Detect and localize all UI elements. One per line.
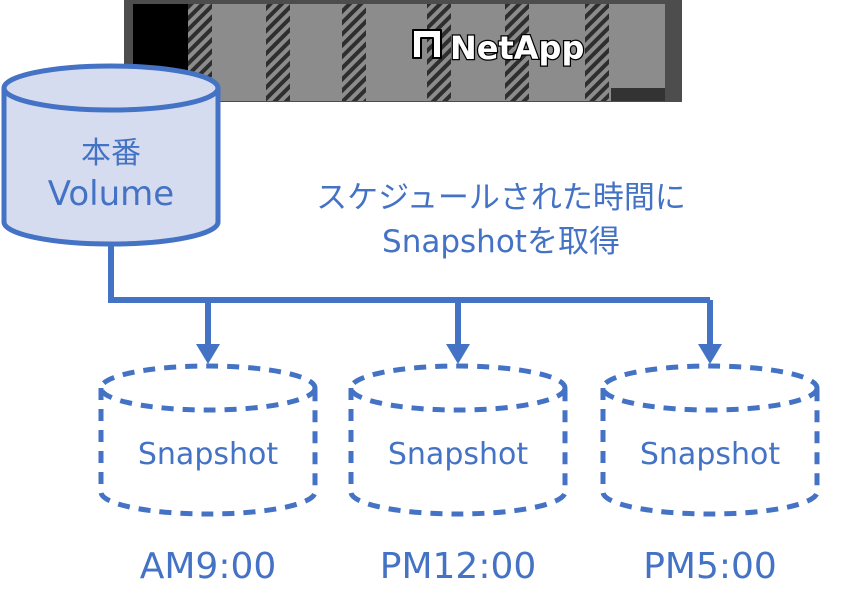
volume-label-line1: 本番 (81, 136, 141, 171)
drive-bay-hatched (342, 4, 366, 101)
snapshot-label: Snapshot (388, 437, 528, 472)
arrow-head-icon (196, 344, 220, 364)
snapshot-cylinder: Snapshot (98, 363, 318, 517)
volume-label-line2: Volume (48, 174, 174, 214)
drive-bay-hatched (585, 4, 609, 101)
caption-line2: Snapshotを取得 (382, 224, 620, 260)
snapshot-cylinder: Snapshot (600, 363, 820, 517)
snapshot-time: PM12:00 (380, 546, 537, 587)
production-volume-cylinder: 本番 Volume (1, 63, 221, 247)
arrow-head-icon (698, 344, 722, 364)
storage-array: NetApp (124, 0, 682, 102)
netapp-brand-text: NetApp (450, 29, 584, 67)
netapp-logo-icon: NetApp (412, 28, 586, 68)
snapshot-label: Snapshot (138, 437, 278, 472)
drive-bay-hatched (266, 4, 290, 101)
arrow-head-icon (446, 344, 470, 364)
snapshot-cylinder: Snapshot (348, 363, 568, 517)
drive-bay-hatched (505, 4, 529, 101)
snapshot-label: Snapshot (640, 437, 780, 472)
connector-lines (108, 246, 713, 346)
snapshot-time: AM9:00 (140, 546, 277, 587)
caption-line1: スケジュールされた時間に (316, 180, 686, 216)
snapshot-time: PM5:00 (643, 546, 777, 587)
